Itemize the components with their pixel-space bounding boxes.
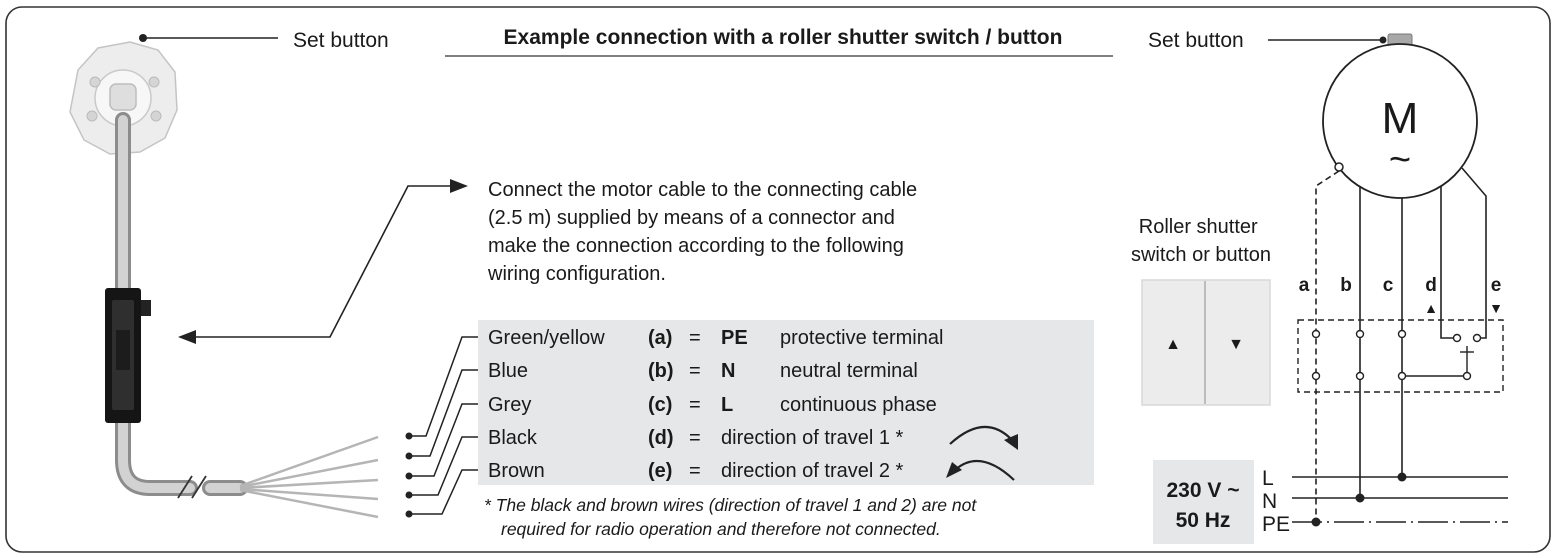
supply-voltage: 230 V ~ — [1167, 479, 1240, 502]
instruction-line: wiring configuration. — [487, 263, 666, 285]
terminal-letter: a — [1299, 275, 1310, 296]
instruction-line: make the connection according to the fol… — [488, 235, 904, 257]
wire-color: Blue — [488, 360, 528, 382]
wire-code: (d) — [648, 427, 674, 449]
motor-symbol: M — [1382, 94, 1419, 143]
switch-contacts — [1311, 329, 1482, 381]
wire-code: (a) — [648, 327, 672, 349]
instruction-text: Connect the motor cable to the connectin… — [487, 179, 923, 285]
motor-circle — [1322, 43, 1478, 199]
motor-cable — [115, 112, 379, 519]
wire-description: direction of travel 2 * — [721, 460, 904, 482]
footnote-line: required for radio operation and therefo… — [501, 519, 941, 539]
supply-label-l: L — [1262, 467, 1274, 490]
wiring-row: Grey (c) = L continuous phase — [488, 394, 937, 416]
supply-box — [1153, 460, 1254, 544]
supply-label-n: N — [1262, 490, 1277, 513]
cable-connector — [105, 288, 151, 423]
supply-line-labels: L N PE — [1262, 467, 1290, 536]
wire-equals: = — [689, 427, 701, 449]
wiring-table-background — [478, 320, 1094, 485]
wire-description: direction of travel 1 * — [721, 427, 904, 449]
direction-up-marker: ▲ — [1424, 300, 1438, 316]
connector-pointer-arrow — [178, 179, 468, 344]
outer-frame — [5, 6, 1551, 553]
wiring-row: Brown (e) = direction of travel 2 * — [488, 460, 904, 482]
wiring-table: Green/yellow (a) = PE protective termina… — [488, 327, 943, 482]
wiring-row: Black (d) = direction of travel 1 * — [488, 427, 904, 449]
switch-box — [1297, 319, 1504, 393]
wire-leader-lines — [405, 336, 478, 518]
wire-color: Grey — [488, 394, 531, 416]
switch-down-arrow: ▼ — [1228, 336, 1244, 353]
wire-symbol: N — [721, 360, 735, 382]
wire-description: protective terminal — [780, 327, 943, 349]
diagram-title: Example connection with a roller shutter… — [504, 26, 1063, 49]
switch-label-line: switch or button — [1131, 244, 1271, 266]
travel-direction-1-arrow — [949, 425, 1018, 450]
wire-code: (b) — [648, 360, 674, 382]
roller-shutter-switch: ▲ ▼ — [1141, 279, 1271, 406]
wire-equals: = — [689, 360, 701, 382]
switch-label: Roller shutter switch or button — [1131, 216, 1271, 266]
wire-color: Black — [488, 427, 538, 449]
supply-frequency: 50 Hz — [1176, 509, 1231, 532]
wire-color: Green/yellow — [488, 327, 605, 349]
wiring-row: Green/yellow (a) = PE protective termina… — [488, 327, 943, 349]
wire-equals: = — [689, 394, 701, 416]
motor-ac-symbol: ~ — [1389, 139, 1411, 181]
motor-head-drawing — [69, 34, 178, 155]
terminal-letter: e — [1491, 275, 1502, 296]
instruction-line: Connect the motor cable to the connectin… — [488, 179, 917, 201]
terminal-letter: b — [1340, 275, 1352, 296]
wire-description: continuous phase — [780, 394, 937, 416]
wire-symbol: L — [721, 394, 733, 416]
wire-color: Brown — [488, 460, 545, 482]
travel-direction-2-arrow — [946, 460, 1015, 481]
wire-description: neutral terminal — [780, 360, 918, 382]
wire-code: (c) — [648, 394, 672, 416]
direction-down-marker: ▼ — [1489, 300, 1503, 316]
set-button-label-left: Set button — [293, 29, 389, 52]
wire-symbol: PE — [721, 327, 748, 349]
footnote-line: * The black and brown wires (direction o… — [484, 495, 977, 515]
wire-equals: = — [689, 327, 701, 349]
terminal-letter: d — [1425, 275, 1437, 296]
switch-label-line: Roller shutter — [1139, 216, 1258, 238]
set-button-label-right: Set button — [1148, 29, 1244, 52]
instruction-line: (2.5 m) supplied by means of a connector… — [488, 207, 895, 229]
terminal-letter: c — [1383, 275, 1394, 296]
switch-up-arrow: ▲ — [1165, 336, 1181, 353]
wiring-row: Blue (b) = N neutral terminal — [488, 360, 918, 382]
terminal-letters: a b c d e ▲ ▼ — [1299, 275, 1503, 316]
wire-code: (e) — [648, 460, 672, 482]
footnote: * The black and brown wires (direction o… — [484, 495, 981, 539]
supply-label-pe: PE — [1262, 513, 1290, 536]
wire-equals: = — [689, 460, 701, 482]
